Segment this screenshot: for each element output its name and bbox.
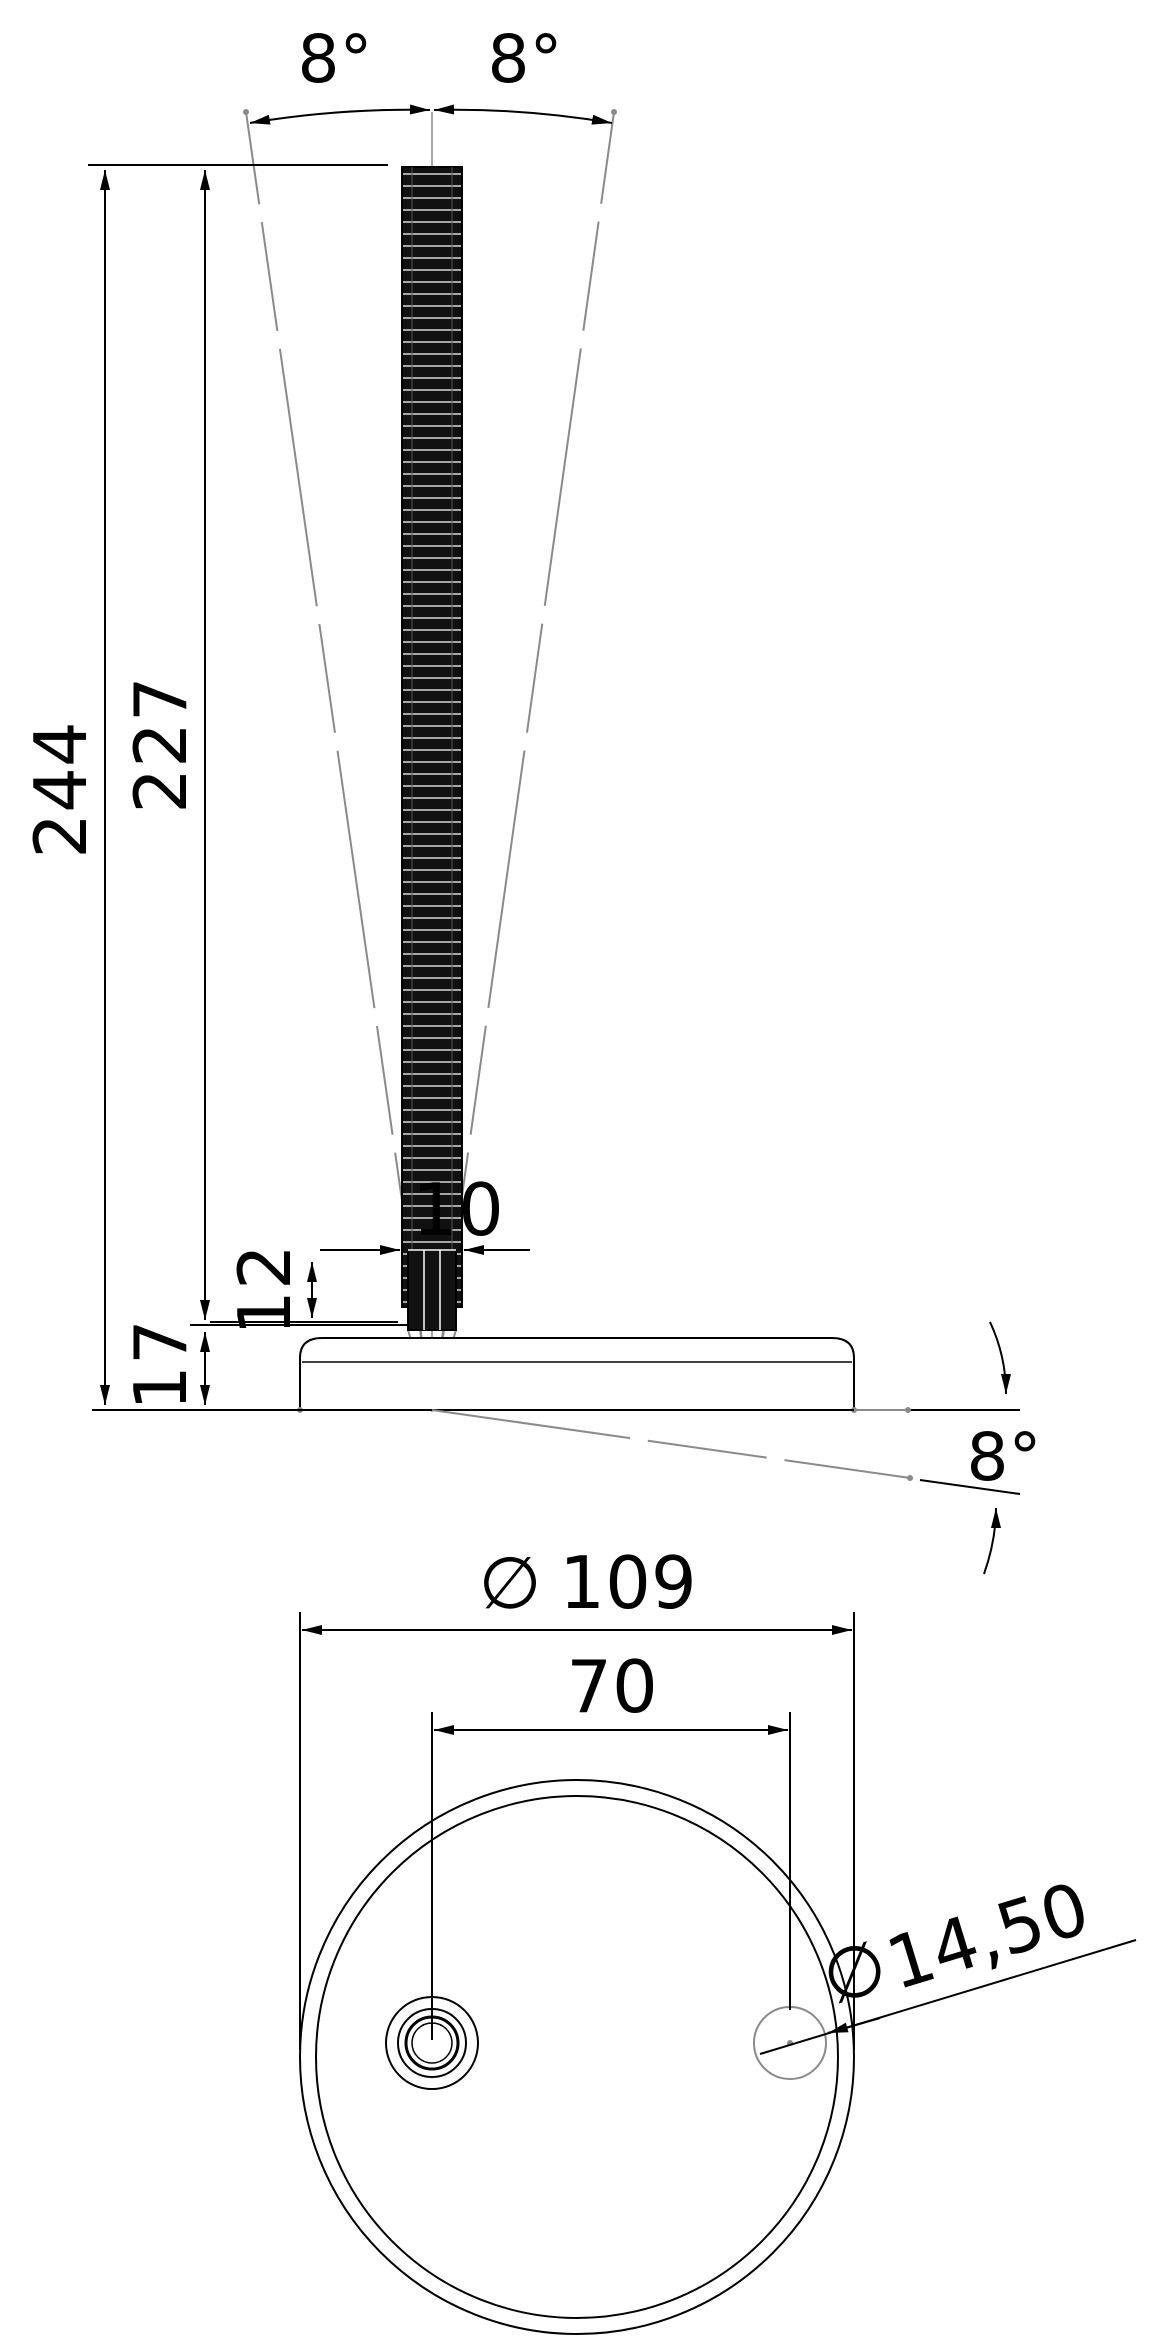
base-inner-circle	[315, 1795, 839, 2319]
hex-nut	[407, 1249, 457, 1331]
tilt-left-label: 8°	[298, 21, 373, 98]
base-pad	[299, 1337, 855, 1411]
base-tilt-line	[431, 1409, 911, 1479]
base-tilt-extension	[919, 1479, 1021, 1495]
base-outer-circle	[299, 1779, 855, 2335]
base-height-label: 17	[119, 1319, 203, 1411]
nut-height-label: 12	[223, 1244, 307, 1336]
cone-point-right	[611, 109, 617, 115]
base-tilt-arc-lower	[983, 1507, 1001, 1575]
hole-spacing-label: 70	[566, 1645, 658, 1729]
base-diameter-label: 109	[559, 1541, 696, 1625]
base-tilt-point	[907, 1475, 913, 1481]
side-view: 8° 8° 8° 244	[19, 21, 1042, 1575]
thread-diameter-label: 10	[412, 1168, 504, 1252]
threaded-rod	[401, 166, 463, 1308]
top-angle-arcs	[249, 104, 613, 125]
base-tilt-arc-upper	[989, 1321, 1011, 1395]
cone-point-left	[243, 109, 249, 115]
hole-diameter-arrow	[827, 2017, 881, 2034]
diameter-symbol: ∅	[479, 1541, 542, 1625]
tilt-right-label: 8°	[488, 21, 563, 98]
hole-diameter-leader	[759, 1939, 1137, 2055]
thread-height-label: 227	[119, 676, 203, 813]
overall-height-label: 244	[19, 721, 103, 858]
tilt-base-label: 8°	[967, 1419, 1042, 1496]
top-view: ∅ 109 70 ∅ 14,50	[299, 1541, 1137, 2335]
ground-point-right	[905, 1407, 911, 1413]
